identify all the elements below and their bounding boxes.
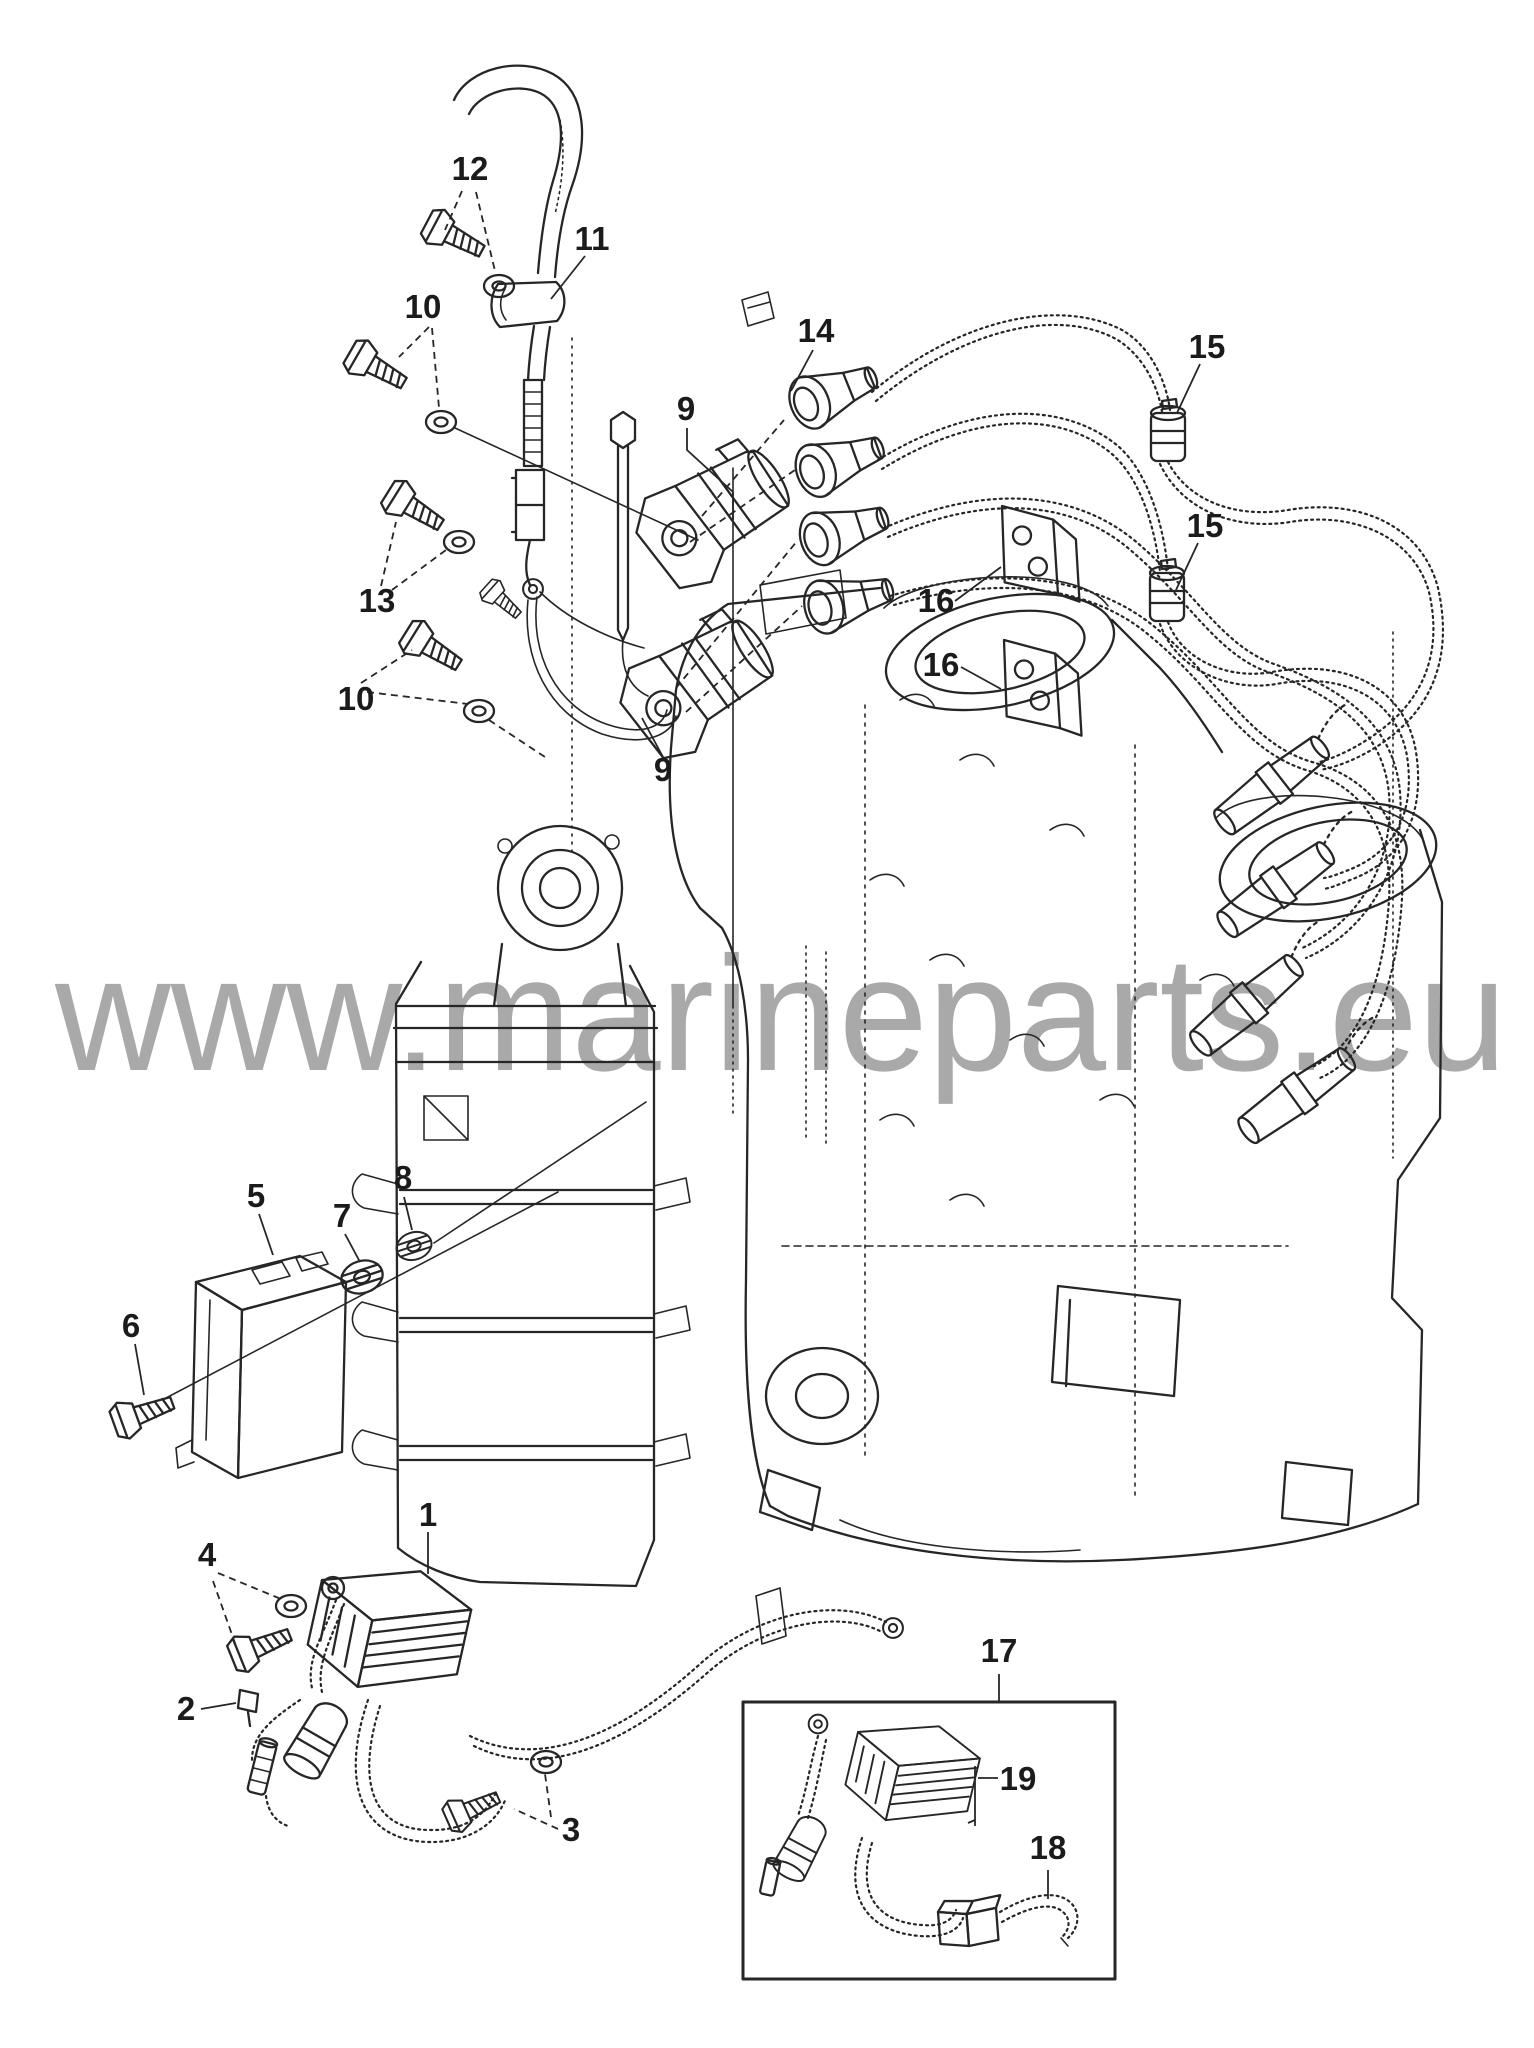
callout-10-lower: 10	[338, 680, 375, 717]
callout-17: 17	[981, 1632, 1018, 1669]
engine-block	[668, 569, 1444, 1563]
callout-13: 13	[359, 582, 396, 619]
rectifier-19-wires	[796, 1734, 1079, 1940]
cdi-unit	[175, 1251, 348, 1480]
ignition-coil-upper	[621, 427, 809, 603]
bolt-10-lower	[394, 614, 470, 683]
reference-lines	[165, 337, 734, 1399]
spark-plug-cap-3	[792, 489, 897, 572]
stud-bolt	[609, 410, 637, 642]
noise-suppressor-lower	[1148, 557, 1186, 623]
hose-clamp-11	[490, 280, 566, 382]
callout-16-upper: 16	[918, 582, 955, 619]
inset-box-17	[741, 1700, 1117, 1981]
leader-lines	[134, 190, 1201, 1899]
washer-4	[274, 1593, 308, 1619]
plug-connector-1	[279, 1695, 355, 1785]
bolt-4	[223, 1616, 298, 1677]
plug-connector-19	[769, 1810, 833, 1886]
rectifier-regulator-19	[839, 1711, 986, 1836]
callout-15-upper: 15	[1189, 328, 1226, 365]
bullet-connector-2	[236, 1688, 279, 1796]
grommet-8	[391, 1226, 437, 1266]
terminal-small-19	[759, 1856, 782, 1897]
washer-10-upper	[424, 409, 458, 435]
spark-plug-cap-4	[797, 561, 901, 640]
callout-1: 1	[419, 1496, 437, 1533]
ring-terminal-lead	[882, 1617, 904, 1639]
wire-wrap	[755, 1587, 787, 1645]
harness-sleeve	[510, 378, 546, 587]
bolt-10-upper	[339, 334, 415, 401]
spark-plug-cap-2	[787, 419, 893, 504]
spark-plug-cap-1	[780, 349, 887, 436]
top-harness-wire	[452, 64, 775, 327]
callout-9-upper: 9	[677, 390, 695, 427]
grommet-7	[335, 1254, 389, 1300]
callout-9-lower: 9	[654, 751, 672, 788]
callout-6: 6	[122, 1307, 140, 1344]
bolt-13	[376, 474, 452, 543]
callout-5: 5	[247, 1177, 265, 1214]
callout-14: 14	[798, 312, 835, 349]
callout-7: 7	[333, 1197, 351, 1234]
bolt-small	[476, 575, 528, 626]
callout-19: 19	[1000, 1760, 1037, 1797]
callout-10-upper: 10	[405, 288, 442, 325]
wire-clamp-upper	[994, 504, 1087, 603]
callout-4: 4	[198, 1536, 217, 1573]
watermark-text: www.marineparts.eu	[54, 922, 1507, 1105]
cylinder-bank-left	[351, 824, 691, 1588]
washer-12	[482, 273, 516, 299]
callout-labels: 12 11 10 13 10 9 14 15 15 16 16 9 5 7 8 …	[122, 150, 1226, 1866]
callout-18: 18	[1030, 1829, 1067, 1866]
callout-3: 3	[562, 1811, 580, 1848]
ring-terminal-small	[522, 578, 544, 600]
washer-10-lower	[462, 698, 496, 724]
callout-15-lower: 15	[1187, 507, 1224, 544]
callout-11: 11	[575, 220, 610, 257]
ring-terminal-19	[807, 1713, 829, 1735]
bolt-12	[416, 204, 492, 270]
callout-2: 2	[177, 1690, 195, 1727]
callout-8: 8	[394, 1159, 412, 1196]
screw-3	[439, 1780, 506, 1837]
harness-leads	[526, 591, 677, 741]
callout-16-lower: 16	[923, 646, 960, 683]
callout-12: 12	[452, 150, 489, 187]
washer-13	[442, 529, 476, 555]
rectifier-1-wires	[250, 1598, 888, 1844]
connector-18	[936, 1894, 1069, 1948]
washer-3	[529, 1749, 563, 1775]
